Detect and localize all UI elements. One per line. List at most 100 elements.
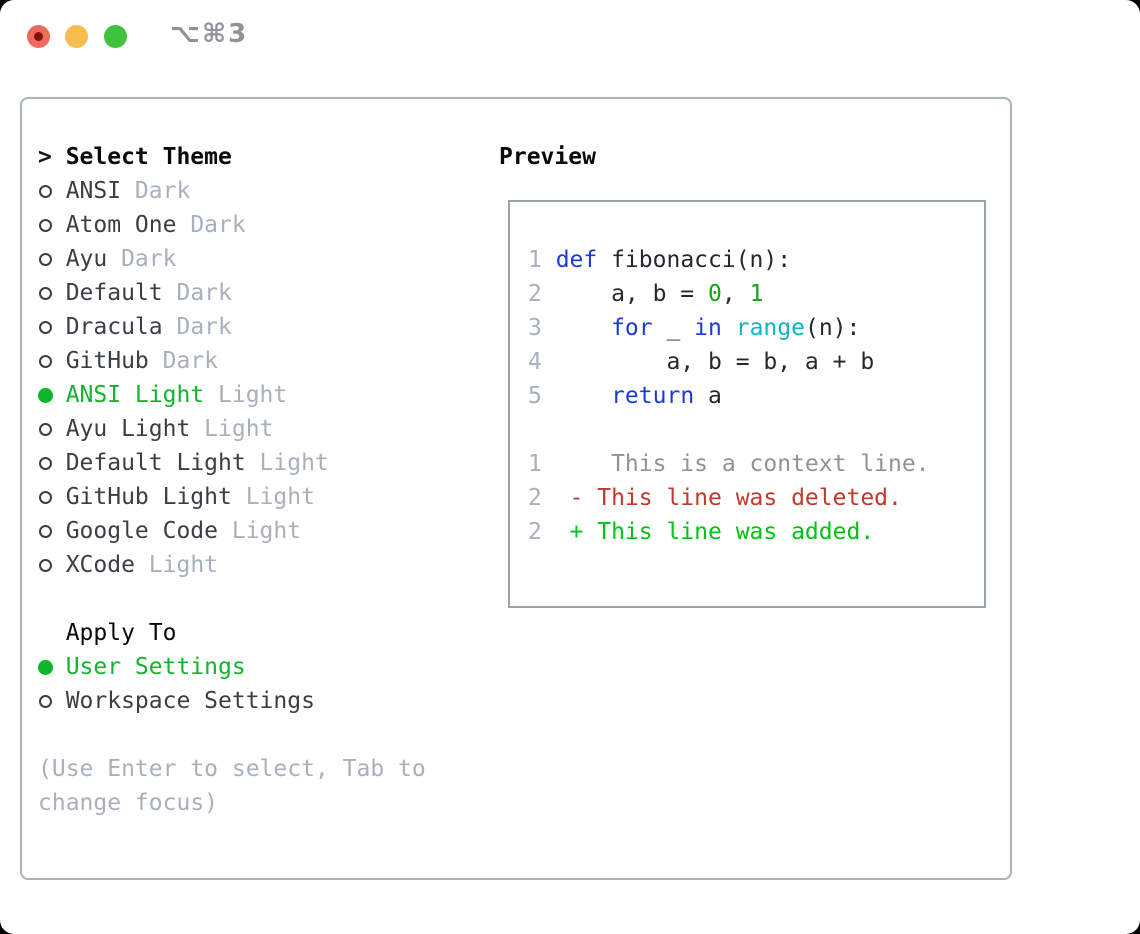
theme-variant-tag: Light [148, 552, 219, 578]
apply-to-indent [38, 616, 66, 650]
apply-option-label: User Settings [65, 654, 246, 680]
code-segment: _ [652, 315, 695, 341]
apply-to-header: Apply To [38, 616, 434, 650]
theme-name: Dracula [65, 314, 163, 340]
theme-item[interactable]: Dracula Dark [38, 310, 434, 344]
theme-name: Atom One [65, 212, 177, 238]
theme-variant-tag: Dark [190, 212, 246, 238]
code-segment: + This line was added. [555, 519, 875, 545]
code-segment: (n): [804, 315, 861, 341]
theme-item[interactable]: Ayu Light Light [38, 412, 434, 446]
theme-variant-tag: Dark [162, 348, 219, 374]
code-line [528, 413, 984, 447]
radio-icon [38, 310, 66, 344]
theme-item[interactable]: Atom One Dark [38, 208, 434, 242]
radio-icon [38, 208, 66, 242]
radio-icon [38, 514, 66, 548]
theme-variant-tag: Light [204, 416, 274, 442]
code-line: 1 This is a context line. [528, 447, 984, 481]
radio-icon [38, 412, 66, 446]
hint-text: (Use Enter to select, Tab to change focu… [38, 756, 426, 816]
radio-icon [38, 446, 66, 480]
radio-icon [38, 276, 66, 310]
code-segment: This is a context line. [555, 451, 930, 477]
theme-name: Default [65, 280, 163, 306]
theme-item[interactable]: ANSI Dark [38, 174, 434, 208]
window-title: ⌥⌘3 [170, 19, 249, 49]
theme-name: GitHub [65, 348, 149, 374]
code-segment [556, 383, 611, 409]
theme-name: Default Light [65, 450, 246, 476]
theme-name: ANSI Light [65, 382, 205, 408]
preview-title: Preview [499, 144, 596, 170]
theme-variant-tag: Light [245, 484, 315, 510]
main-panel [20, 97, 1012, 880]
code-line: 5 return a [528, 379, 984, 413]
line-number: 1 [528, 451, 542, 477]
theme-item[interactable]: Google Code Light [38, 514, 434, 548]
theme-variant-tag: Dark [176, 280, 232, 306]
radio-icon [38, 684, 66, 718]
code-segment: , [721, 281, 750, 307]
apply-option[interactable]: Workspace Settings [38, 684, 434, 718]
close-button[interactable] [27, 25, 50, 48]
spacer [38, 718, 434, 752]
apply-option-label: Workspace Settings [65, 688, 315, 714]
theme-name: XCode [65, 552, 135, 578]
apply-to-title: Apply To [65, 620, 177, 646]
line-number: 2 [528, 485, 542, 511]
prompt-icon: > [38, 144, 52, 170]
code-line: 2 a, b = 0, 1 [528, 277, 984, 311]
theme-name: Google Code [65, 518, 219, 544]
line-number: 2 [528, 519, 542, 545]
radio-icon [38, 548, 66, 582]
code-segment: 0 [708, 281, 722, 307]
theme-item[interactable]: Default Light Light [38, 446, 434, 480]
code-line: 3 for _ in range(n): [528, 311, 984, 345]
theme-name: Ayu Light [65, 416, 191, 442]
zoom-button[interactable] [104, 25, 127, 48]
line-number: 2 [528, 281, 542, 307]
radio-icon [38, 242, 66, 276]
theme-item[interactable]: GitHub Dark [38, 344, 434, 378]
code-segment: for [611, 315, 653, 341]
code-line: 2 - This line was deleted. [528, 481, 984, 515]
code-segment: 1 [749, 281, 764, 307]
theme-name: ANSI [65, 178, 122, 204]
line-number: 3 [528, 315, 542, 341]
theme-variant-tag: Light [231, 518, 302, 544]
apply-option[interactable]: User Settings [38, 650, 434, 684]
select-theme-header: >Select Theme [38, 140, 434, 174]
theme-item[interactable]: Default Dark [38, 276, 434, 310]
code-segment: def [555, 247, 598, 273]
radio-selected-icon [38, 378, 66, 412]
code-segment: a, b = b, a + b [555, 349, 875, 375]
radio-selected-icon [38, 650, 66, 684]
code-segment [722, 315, 736, 341]
theme-variant-tag: Dark [176, 314, 232, 340]
code-line: 4 a, b = b, a + b [528, 345, 984, 379]
minimize-button[interactable] [65, 25, 88, 48]
code-segment: fibonacci(n): [597, 247, 792, 273]
theme-variant-tag: Light [259, 450, 329, 476]
radio-icon [38, 174, 66, 208]
line-number: 4 [528, 349, 542, 375]
theme-variant-tag: Dark [134, 178, 191, 204]
code-line: 2 + This line was added. [528, 515, 984, 549]
line-number: 5 [528, 383, 542, 409]
code-segment: in [694, 315, 722, 341]
theme-item[interactable]: XCode Light [38, 548, 434, 582]
theme-name: GitHub Light [65, 484, 232, 510]
theme-item[interactable]: GitHub Light Light [38, 480, 434, 514]
theme-variant-tag: Light [218, 382, 288, 408]
theme-name: Ayu [65, 246, 108, 272]
spacer [38, 582, 434, 616]
theme-item[interactable]: ANSI Light Light [38, 378, 434, 412]
